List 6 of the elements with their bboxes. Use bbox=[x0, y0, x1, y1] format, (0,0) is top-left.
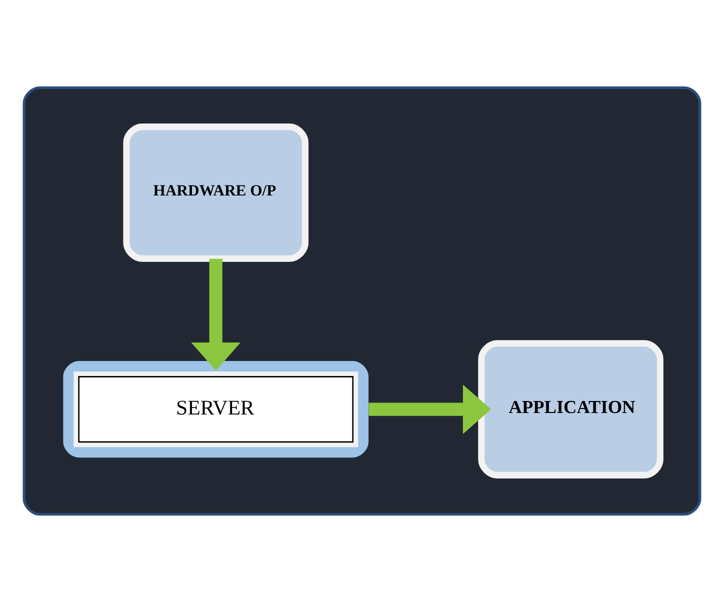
node-box: SERVER bbox=[63, 360, 369, 458]
node-box: HARDWARE O/P bbox=[123, 123, 308, 262]
arrow bbox=[191, 258, 241, 370]
arrow bbox=[368, 384, 492, 434]
cluster bbox=[22, 86, 702, 516]
node-box: APPLICATION bbox=[478, 340, 664, 478]
